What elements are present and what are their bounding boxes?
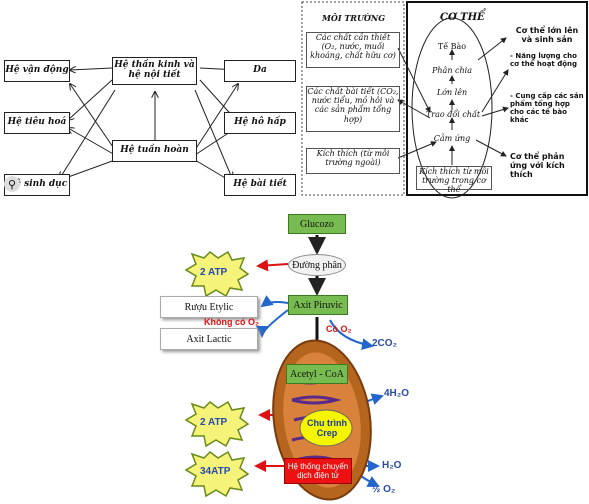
wastes-box: Các chất bài tiết (CO₂, nước tiểu, mồ hô… (306, 86, 400, 132)
response-label: Cảm ứng (433, 134, 471, 143)
krebs-cycle-label: Chu trình Crep (307, 418, 347, 438)
metabolism-label: Trao đổi chất (425, 110, 481, 119)
cell-label: Tế Bào (437, 42, 467, 51)
atp-34-label: 34ATP (200, 466, 231, 477)
with-oxygen-label: Có O₂ (326, 324, 352, 334)
half-oxygen-label: ½ O₂ (372, 484, 396, 495)
skin-box: Da (224, 60, 296, 82)
acetyl-coa-box: Acetyl - CoA (286, 364, 348, 384)
lactic-box: Axit Lactic (160, 328, 258, 350)
motor-system-box: Hệ vận động (4, 60, 70, 82)
excretory-system-box: Hệ bài tiết (224, 174, 296, 196)
division-label: Phân chia (432, 66, 472, 75)
co2-label: 2CO₂ (372, 338, 398, 349)
glucose-box: Glucozo (288, 214, 346, 234)
water-4-label: 4H₂O (384, 388, 410, 399)
stimuli-box: Kích thích (từ môi trường ngoài) (306, 148, 400, 174)
atp-mid-label: 2 ATP (200, 417, 228, 428)
products-result: - Cung cấp các sản phẩm tổng hợp cho các… (510, 92, 584, 125)
atp-top-label: 2 ATP (200, 267, 228, 278)
body-title: CƠ THỂ (440, 12, 485, 23)
growth-label: Lớn lên (436, 88, 468, 97)
water-label: H₂O (382, 460, 402, 471)
nerve-endocrine-box: Hệ thần kinh và hệ nội tiết (112, 57, 197, 85)
digestive-system-box: Hệ tiêu hoá (4, 112, 70, 134)
internal-stimuli-box: Kích thích từ môi trường trong cơ thể (416, 166, 492, 194)
atp-burst-shapes (184, 250, 250, 498)
search-icon[interactable]: ⚲ (4, 176, 20, 192)
reaction-result: Cơ thể phản ứng với kích thích (510, 152, 565, 180)
growth-result: Cơ thể lớn lên và sinh sản (515, 26, 579, 45)
reproductive-system-box: Hệ sinh dục (4, 174, 70, 196)
ethanol-box: Rượu Etylic (160, 296, 258, 318)
no-oxygen-label: Không có O₂ (204, 317, 259, 327)
circulatory-system-box: Hệ tuần hoàn (112, 140, 197, 162)
energy-result: - Năng lượng cho cơ thể hoạt động (510, 52, 578, 69)
environment-title: MÔI TRƯỜNG (322, 13, 386, 23)
nutrients-box: Các chất cần thiết (O₂, nước, muối khoán… (306, 32, 400, 68)
electron-transport-box: Hệ thống chuyển dịch điện tử (284, 458, 352, 484)
pyruvate-box: Axit Piruvic (288, 295, 348, 315)
respiratory-system-box: Hệ hô hấp (224, 112, 296, 134)
glycolysis-label: Đường phân (288, 254, 346, 276)
